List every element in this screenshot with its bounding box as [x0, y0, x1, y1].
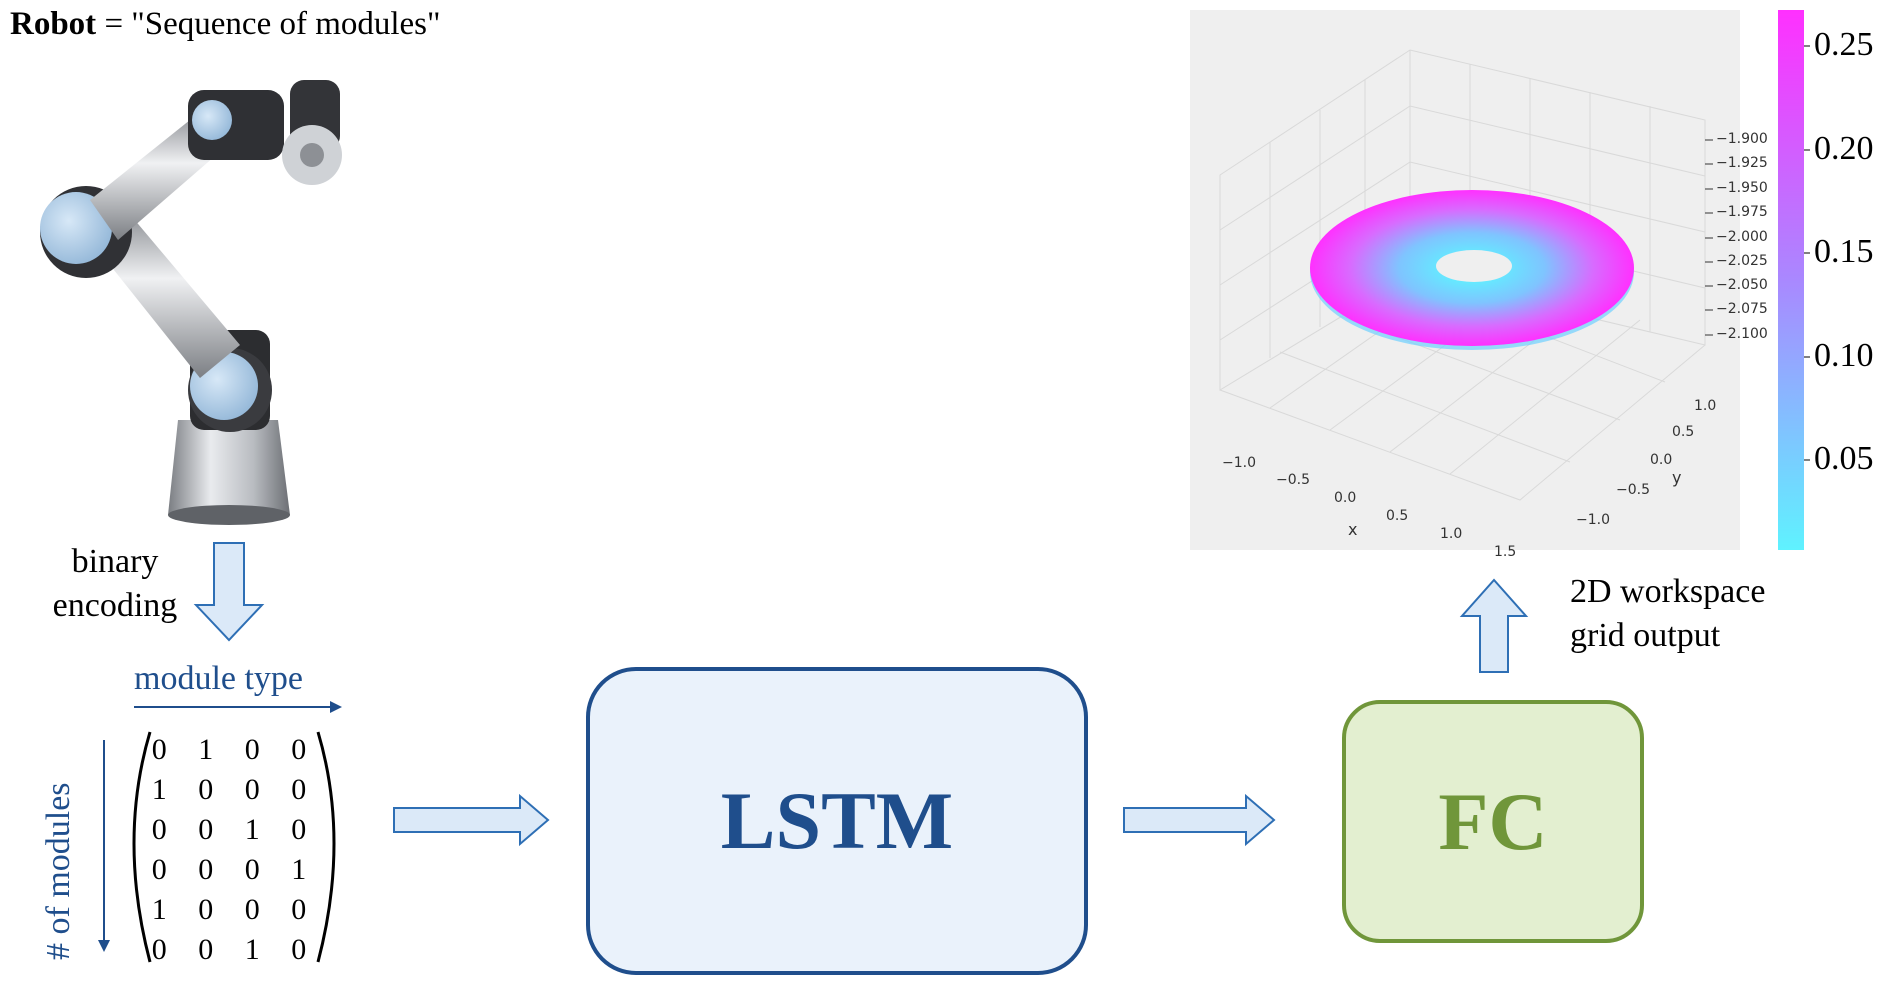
matrix-cell: 1 — [151, 893, 167, 926]
matrix-cell: 0 — [291, 933, 307, 966]
robot-tool-center — [300, 143, 324, 167]
x-tick-label: 1.0 — [1440, 526, 1463, 542]
encoding-label-line1: binary — [71, 543, 159, 580]
z-tick-label: −1.925 — [1716, 155, 1768, 171]
matrix-cell: 0 — [198, 893, 214, 926]
y-tick-label: −1.0 — [1576, 512, 1610, 528]
matrix-cell: 1 — [291, 853, 307, 886]
y-tick-label: 0.5 — [1672, 424, 1695, 440]
output-label: 2D workspace grid output — [1570, 570, 1765, 658]
x-axis-label: x — [1348, 520, 1358, 539]
robot-lower-arm — [90, 212, 240, 378]
x-tick-label: −1.0 — [1222, 455, 1256, 471]
colorbar-tick-label: 0.10 — [1814, 337, 1874, 374]
encoding-label: binary encoding — [40, 540, 190, 628]
x-tick-label: −0.5 — [1276, 472, 1310, 488]
workspace-scatter-hole — [1436, 250, 1512, 282]
matrix-cell: 0 — [198, 853, 214, 886]
matrix-cell: 0 — [291, 893, 307, 926]
z-tick-label: −2.100 — [1716, 326, 1768, 342]
y-tick-label: 1.0 — [1694, 398, 1717, 414]
lstm-to-fc-arrow — [1123, 793, 1276, 847]
z-tick-label: −1.975 — [1716, 204, 1768, 220]
encoding-label-line2: encoding — [52, 587, 178, 624]
matrix-cell: 0 — [151, 813, 167, 846]
robot-arm-illustration — [40, 80, 342, 525]
matrix-cell: 0 — [244, 853, 260, 886]
colorbar-tick-label: 0.15 — [1814, 233, 1874, 270]
matrix-cell: 0 — [291, 813, 307, 846]
matrix-cell: 0 — [151, 853, 167, 886]
matrix-cell: 0 — [244, 773, 260, 806]
matrix-to-lstm-arrow — [393, 793, 550, 847]
matrix-cell: 0 — [151, 933, 167, 966]
module-type-label: module type — [134, 660, 304, 697]
x-tick-label: 1.5 — [1494, 544, 1517, 560]
matrix-left-bracket — [132, 731, 152, 963]
colorbar-ticks — [1804, 45, 1810, 461]
matrix-cell: 0 — [198, 773, 214, 806]
module-type-axis-head — [330, 701, 342, 713]
fc-block: FC — [1342, 700, 1644, 943]
colorbar — [1778, 10, 1804, 550]
matrix-cell: 1 — [244, 813, 260, 846]
matrix-cell: 1 — [198, 733, 214, 766]
matrix-right-bracket — [316, 731, 336, 963]
lstm-block: LSTM — [586, 667, 1088, 975]
x-tick-label: 0.0 — [1334, 490, 1357, 506]
y-tick-label: −0.5 — [1616, 482, 1650, 498]
matrix-cell: 0 — [244, 733, 260, 766]
output-label-line2: grid output — [1570, 617, 1721, 654]
fc-to-output-arrow — [1459, 578, 1529, 673]
output-label-line1: 2D workspace — [1570, 573, 1766, 610]
z-tick-label: −2.075 — [1716, 301, 1768, 317]
matrix-cell: 0 — [291, 733, 307, 766]
diagram-title: Robot = "Sequence of modules" — [10, 6, 441, 43]
x-tick-label: 0.5 — [1386, 508, 1409, 524]
robot-base-bottom — [168, 505, 290, 525]
matrix-cell: 0 — [291, 773, 307, 806]
matrix-cell: 1 — [151, 773, 167, 806]
robot-wrist-cap — [192, 100, 232, 140]
colorbar-tick-label: 0.05 — [1814, 440, 1874, 477]
z-tick-label: −1.900 — [1716, 131, 1768, 147]
z-tick-label: −2.000 — [1716, 229, 1768, 245]
robot-elbow-cap — [40, 192, 112, 264]
y-tick-label: 0.0 — [1650, 452, 1673, 468]
y-axis-label: y — [1672, 468, 1682, 487]
colorbar-tick-label: 0.20 — [1814, 130, 1874, 167]
z-tick-label: −1.950 — [1716, 180, 1768, 196]
encoding-arrow — [193, 542, 265, 642]
z-tick-label: −2.025 — [1716, 253, 1768, 269]
matrix-cell: 1 — [244, 933, 260, 966]
matrix-cell: 0 — [151, 733, 167, 766]
z-tick-label: −2.050 — [1716, 277, 1768, 293]
matrix-cell: 0 — [198, 933, 214, 966]
matrix-cell: 0 — [198, 813, 214, 846]
robot-base — [168, 420, 290, 515]
modules-axis-head — [98, 940, 110, 952]
matrix-cell: 0 — [244, 893, 260, 926]
colorbar-tick-label: 0.25 — [1814, 26, 1874, 63]
title-rest: = "Sequence of modules" — [96, 6, 441, 42]
title-bold: Robot — [10, 6, 97, 42]
modules-count-label: # of modules — [40, 782, 77, 960]
z-tick-marks — [1705, 139, 1713, 336]
